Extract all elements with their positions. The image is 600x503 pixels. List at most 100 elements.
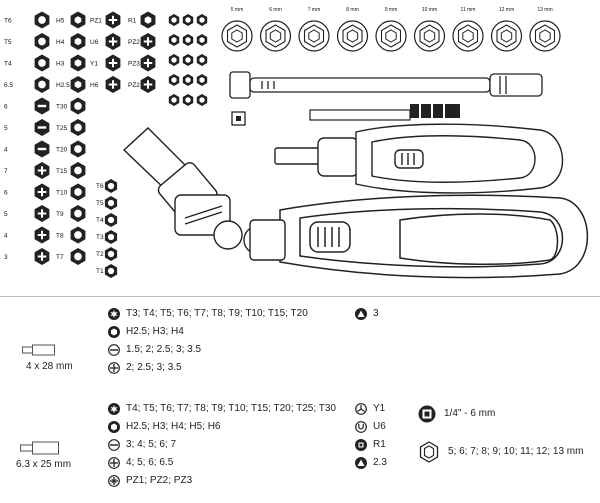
bit-col3-2: U6: [90, 33, 121, 50]
r-size: R1: [373, 439, 386, 450]
bit-size-label-1: 4 x 28 mm: [26, 361, 73, 372]
bit-col4-4: PZ2: [128, 76, 156, 93]
triangle-icon: [355, 308, 367, 320]
bit-col1-4: 6.5: [4, 76, 50, 93]
triangle-size: 3: [373, 308, 379, 319]
bit-label: T5: [4, 39, 12, 46]
bit-label: PZ3: [128, 61, 140, 68]
socket-size-label: 9 mm: [385, 7, 398, 13]
bit-label: T25: [56, 125, 68, 132]
bit-label: PZ1: [90, 18, 102, 25]
bit-col4-1: R1: [128, 11, 156, 29]
small-bit-2: T5: [96, 196, 118, 210]
bit-label: H2.5: [56, 82, 70, 89]
bit-6-3x25-icon: [20, 441, 59, 455]
micro-bit: [182, 54, 194, 66]
bit-col1-9: 6: [4, 183, 50, 201]
micro-bit: [182, 74, 194, 86]
hex-icon: [108, 326, 120, 338]
socket-4: 8 mm: [336, 7, 369, 52]
special-bits-group: Y1 U6 R1 2.3: [355, 403, 405, 475]
bit-label: T20: [56, 147, 68, 154]
socket-9: 13 mm: [529, 7, 561, 52]
bit-label: 3: [4, 254, 8, 261]
micro-bit: [196, 14, 208, 26]
socket-size-label: 10 mm: [422, 7, 437, 13]
socket-8: 12 mm: [490, 7, 523, 52]
bit-label: 4: [4, 147, 8, 154]
bit-group-4x28: T3; T4; T5; T6; T7; T8; T9; T10; T15; T2…: [108, 308, 348, 380]
y-size: Y1: [373, 403, 386, 414]
micro-bit: [168, 74, 180, 86]
bit-label: H3: [56, 61, 65, 68]
bit-group-6-3x25: T4; T5; T6; T7; T8; T9; T10; T15; T20; T…: [108, 403, 348, 493]
triangle-group-1: 3: [355, 308, 415, 322]
bit-label: 4: [4, 233, 8, 240]
hex-adapter: [231, 104, 460, 126]
bit-col3-1: PZ1: [90, 11, 121, 29]
micro-bit: [196, 34, 208, 46]
bit-label: 6: [4, 190, 8, 197]
bit-col2-3: H3: [56, 54, 86, 72]
bit-col2-8: T15: [56, 162, 86, 179]
ratchet-head: [122, 127, 286, 261]
bit-label: 6.5: [4, 82, 13, 89]
u-bit-icon: [355, 421, 367, 433]
socket-5: 9 mm: [375, 7, 407, 52]
small-bit-1: T6: [96, 179, 118, 193]
socket-size-label: 13 mm: [537, 7, 552, 13]
bit-label: T4: [4, 61, 12, 68]
socket-6: 10 mm: [413, 7, 446, 52]
bit-label: T1: [96, 268, 104, 275]
torx-sizes: T3; T4; T5; T6; T7; T8; T9; T10; T15; T2…: [126, 308, 308, 319]
socket-size-label: 8 mm: [346, 7, 359, 13]
bit-label: H6: [90, 82, 99, 89]
torx-sizes: T4; T5; T6; T7; T8; T9; T10; T15; T20; T…: [126, 403, 336, 414]
phillips-sizes: 4; 5; 6; 6.5: [126, 457, 174, 468]
socket-size-label: 5 mm: [231, 7, 244, 13]
section-divider: [0, 296, 600, 297]
tri-wing-icon: [355, 403, 367, 415]
bit-label: R1: [128, 18, 137, 25]
bit-col4-3: PZ3: [128, 54, 156, 72]
bit-label: PZ2: [128, 82, 140, 89]
bit-col2-11: T8: [56, 226, 86, 244]
bit-label: T2: [96, 251, 104, 258]
phillips-icon: [108, 457, 120, 469]
slotted-sizes: 1.5; 2; 2.5; 3; 3.5: [126, 344, 202, 355]
bit-col1-6: 5: [4, 119, 50, 136]
socket-3: 7 mm: [298, 7, 330, 52]
bit-col2-7: T20: [56, 140, 86, 158]
phillips-sizes: 2; 2.5; 3; 3.5: [126, 362, 182, 373]
socket-7: 11 mm: [452, 7, 484, 52]
bit-label: T30: [56, 104, 68, 111]
bit-col1-1: T6: [4, 11, 50, 29]
bit-col2-5: T30: [56, 97, 86, 115]
torx-icon: [108, 308, 120, 320]
extension-bar: [229, 71, 543, 99]
hex-sizes: H2.5; H3; H4: [126, 326, 184, 337]
bit-col2-12: T7: [56, 248, 86, 265]
bit-label: 5: [4, 211, 8, 218]
bit-label: T10: [56, 190, 68, 197]
bit-col2-6: T25: [56, 119, 86, 136]
bit-label: T5: [96, 200, 104, 207]
bit-label: T6: [96, 183, 104, 190]
micro-bit: [168, 34, 180, 46]
bit-col1-5: 6: [4, 97, 50, 115]
hex-icon: [108, 421, 120, 433]
bit-grid: T6T5T46.565476543H5H4H3H2.5T30T25T20T15T…: [4, 11, 208, 278]
triangle-icon: [355, 457, 367, 469]
adapter-size: 1/4" - 6 mm: [444, 408, 496, 419]
micro-bit: [182, 34, 194, 46]
hex-adapter-icon: [418, 405, 436, 423]
bit-col2-4: H2.5: [56, 76, 86, 93]
bit-label: T7: [56, 254, 64, 261]
micro-bit: [182, 94, 194, 106]
pozidriv-sizes: PZ1; PZ2; PZ3: [126, 475, 193, 486]
bit-col3-3: Y1: [90, 54, 121, 72]
bit-label: T15: [56, 168, 68, 175]
bit-4x28-icon: [22, 344, 55, 356]
socket-size-label: 7 mm: [308, 7, 321, 13]
